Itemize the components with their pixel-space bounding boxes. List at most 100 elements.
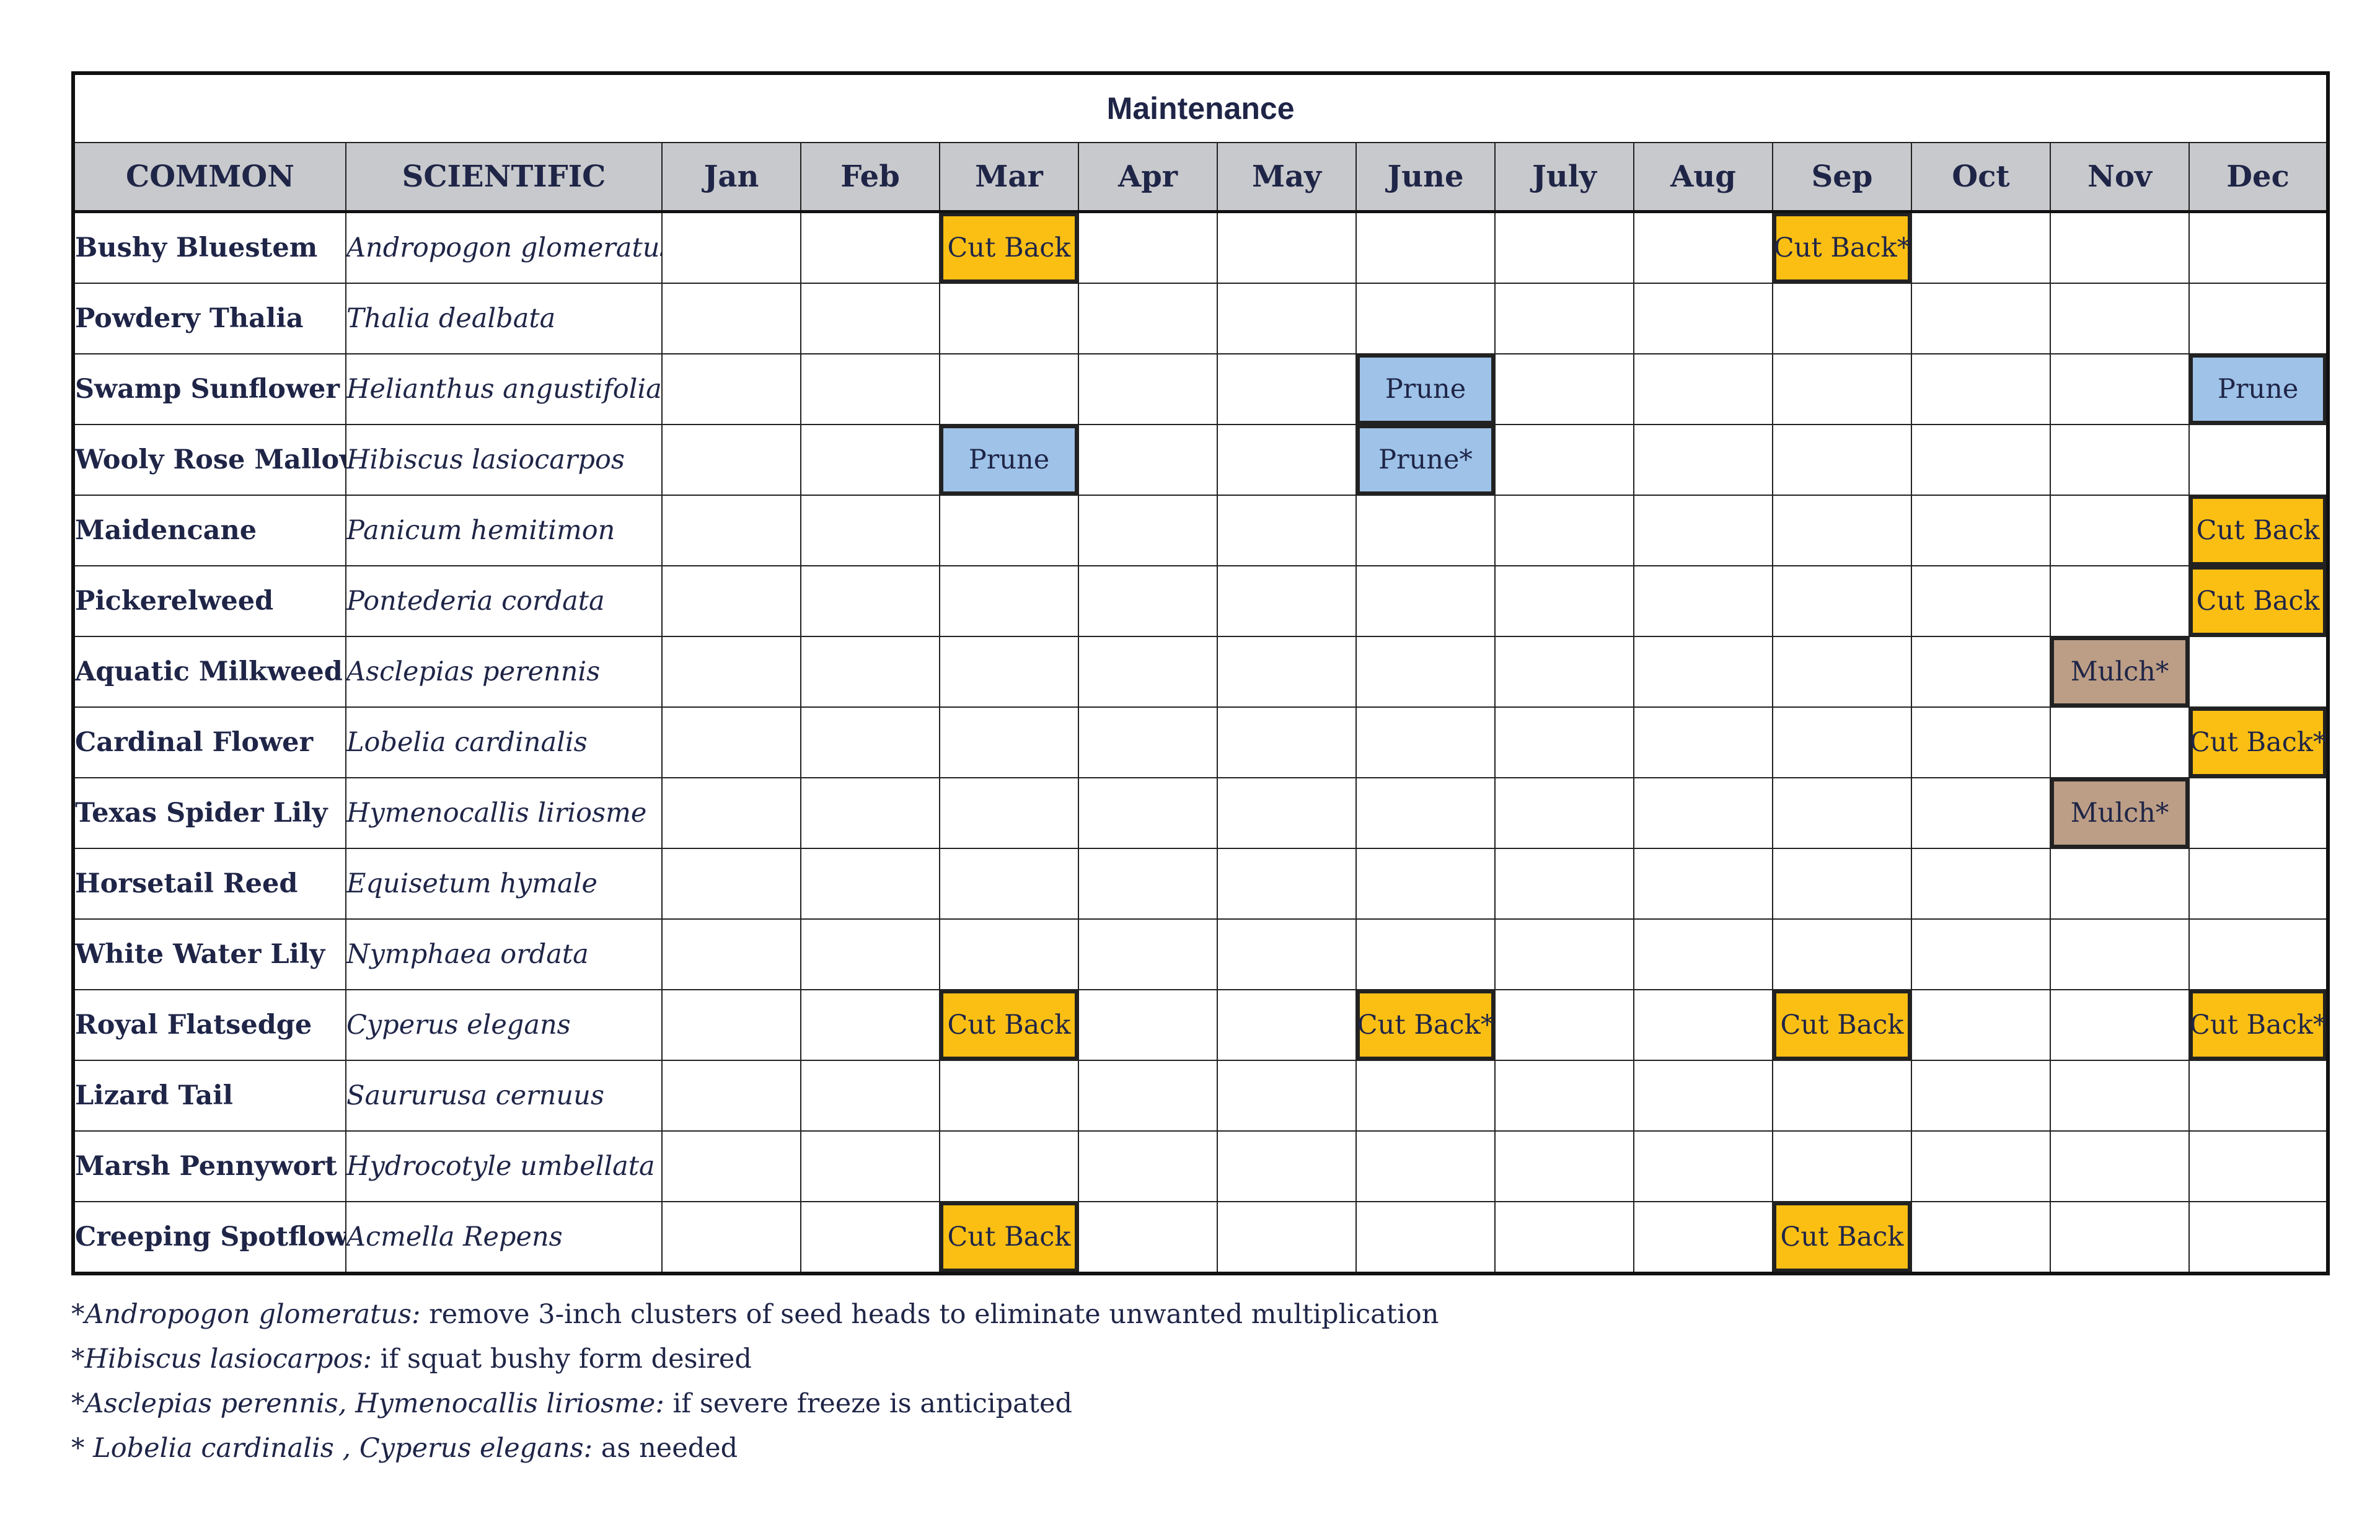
empty-cell-nov xyxy=(2050,1201,2190,1274)
empty-cell-july xyxy=(1494,1201,1634,1274)
task-cell-dec: Prune xyxy=(2188,353,2329,425)
empty-cell-nov xyxy=(2050,283,2190,354)
column-header-common: COMMON xyxy=(73,142,346,213)
task-cell-mar: Cut Back xyxy=(939,1201,1079,1274)
empty-cell-jan xyxy=(661,1060,801,1132)
empty-cell-may xyxy=(1217,211,1357,284)
empty-cell-jan xyxy=(661,1130,801,1202)
empty-cell-sep xyxy=(1772,283,1912,354)
scientific-name-cell: Helianthus angustifolia xyxy=(345,353,663,425)
scientific-name-cell: Asclepias perennis xyxy=(345,636,663,708)
scientific-name-cell: Hydrocotyle umbellata xyxy=(345,1130,663,1202)
empty-cell-nov xyxy=(2050,424,2190,496)
task-cell-mar: Prune xyxy=(939,424,1079,496)
empty-cell-feb xyxy=(800,706,940,778)
empty-cell-july xyxy=(1494,1060,1634,1132)
empty-cell-jan xyxy=(661,848,801,920)
empty-cell-mar xyxy=(939,1130,1079,1202)
empty-cell-feb xyxy=(800,636,940,708)
empty-cell-jan xyxy=(661,706,801,778)
empty-cell-june xyxy=(1355,848,1496,920)
empty-cell-may xyxy=(1217,706,1357,778)
empty-cell-aug xyxy=(1633,565,1773,637)
common-name-cell: Texas Spider Lily xyxy=(73,777,346,849)
empty-cell-oct xyxy=(1911,353,2051,425)
empty-cell-sep xyxy=(1772,777,1912,849)
footnotes: *Andropogon glomeratus: remove 3-inch cl… xyxy=(71,1292,1439,1471)
empty-cell-dec xyxy=(2188,211,2329,284)
empty-cell-nov xyxy=(2050,989,2190,1061)
common-name-cell: White Water Lily xyxy=(73,918,346,990)
task-cell-june: Prune xyxy=(1355,353,1496,425)
empty-cell-mar xyxy=(939,1060,1079,1132)
scientific-name-cell: Cyperus elegans xyxy=(345,989,663,1061)
empty-cell-sep xyxy=(1772,636,1912,708)
task-cell-june: Prune* xyxy=(1355,424,1496,496)
scientific-name-cell: Lobelia cardinalis xyxy=(345,706,663,778)
column-header-mar: Mar xyxy=(939,142,1079,213)
column-header-july: July xyxy=(1494,142,1634,213)
footnote-text: if severe freeze is anticipated xyxy=(664,1388,1073,1419)
common-name-cell: Powdery Thalia xyxy=(73,283,346,354)
empty-cell-apr xyxy=(1078,777,1218,849)
column-header-aug: Aug xyxy=(1633,142,1773,213)
empty-cell-may xyxy=(1217,424,1357,496)
empty-cell-sep xyxy=(1772,918,1912,990)
scientific-name-cell: Panicum hemitimon xyxy=(345,495,663,566)
footnote-text: as needed xyxy=(593,1433,738,1464)
empty-cell-sep xyxy=(1772,353,1912,425)
empty-cell-june xyxy=(1355,706,1496,778)
empty-cell-july xyxy=(1494,565,1634,637)
empty-cell-may xyxy=(1217,918,1357,990)
empty-cell-dec xyxy=(2188,848,2329,920)
empty-cell-aug xyxy=(1633,636,1773,708)
column-header-june: June xyxy=(1355,142,1496,213)
empty-cell-june xyxy=(1355,777,1496,849)
empty-cell-mar xyxy=(939,565,1079,637)
scientific-name-cell: Acmella Repens xyxy=(345,1201,663,1274)
empty-cell-june xyxy=(1355,495,1496,566)
empty-cell-nov xyxy=(2050,706,2190,778)
empty-cell-oct xyxy=(1911,565,2051,637)
empty-cell-sep xyxy=(1772,424,1912,496)
empty-cell-feb xyxy=(800,777,940,849)
column-header-feb: Feb xyxy=(800,142,940,213)
empty-cell-sep xyxy=(1772,565,1912,637)
empty-cell-aug xyxy=(1633,353,1773,425)
footnote-plant-names: * Lobelia cardinalis , Cyperus elegans: xyxy=(71,1433,593,1464)
empty-cell-aug xyxy=(1633,211,1773,284)
common-name-cell: Swamp Sunflower xyxy=(73,353,346,425)
empty-cell-july xyxy=(1494,918,1634,990)
empty-cell-july xyxy=(1494,636,1634,708)
empty-cell-july xyxy=(1494,424,1634,496)
task-cell-dec: Cut Back* xyxy=(2188,989,2329,1061)
common-name-cell: Aquatic Milkweed xyxy=(73,636,346,708)
column-header-dec: Dec xyxy=(2188,142,2329,213)
empty-cell-mar xyxy=(939,636,1079,708)
empty-cell-july xyxy=(1494,706,1634,778)
empty-cell-apr xyxy=(1078,495,1218,566)
empty-cell-july xyxy=(1494,353,1634,425)
empty-cell-june xyxy=(1355,636,1496,708)
empty-cell-dec xyxy=(2188,283,2329,354)
common-name-cell: Creeping Spotflower xyxy=(73,1201,346,1274)
scientific-name-cell: Equisetum hymale xyxy=(345,848,663,920)
empty-cell-feb xyxy=(800,848,940,920)
empty-cell-feb xyxy=(800,353,940,425)
empty-cell-feb xyxy=(800,1060,940,1132)
column-header-sep: Sep xyxy=(1772,142,1912,213)
empty-cell-aug xyxy=(1633,777,1773,849)
empty-cell-july xyxy=(1494,848,1634,920)
empty-cell-mar xyxy=(939,353,1079,425)
common-name-cell: Wooly Rose Mallow xyxy=(73,424,346,496)
empty-cell-sep xyxy=(1772,1060,1912,1132)
empty-cell-nov xyxy=(2050,1060,2190,1132)
empty-cell-june xyxy=(1355,1060,1496,1132)
